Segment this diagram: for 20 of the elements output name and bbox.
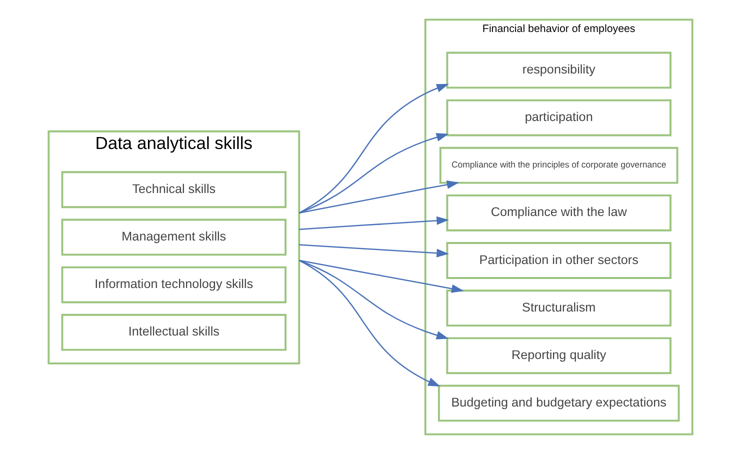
node-box: Intellectual skills [60,314,286,351]
arrow [298,84,448,214]
arrow [298,260,440,387]
node-box: Information technology skills [60,266,286,304]
node-box: participation [446,99,671,136]
arrow [298,260,464,293]
node-box: Compliance with the law [446,194,671,232]
node-box: Participation in other sectors [446,242,671,279]
arrow [298,180,459,214]
node-box: Technical skills [60,171,286,208]
node-box: Structuralism [446,290,671,327]
node-box: Budgeting and budgetary expectations [437,384,680,422]
arrow [298,260,448,340]
arrow [298,244,448,258]
arrow [298,133,448,214]
node-box: Management skills [60,218,286,256]
arrow [298,216,448,230]
node-box: Reporting quality [446,337,671,374]
node-box: Compliance with the principles of corporate governance [438,146,678,184]
node-box: responsibility [446,52,671,89]
